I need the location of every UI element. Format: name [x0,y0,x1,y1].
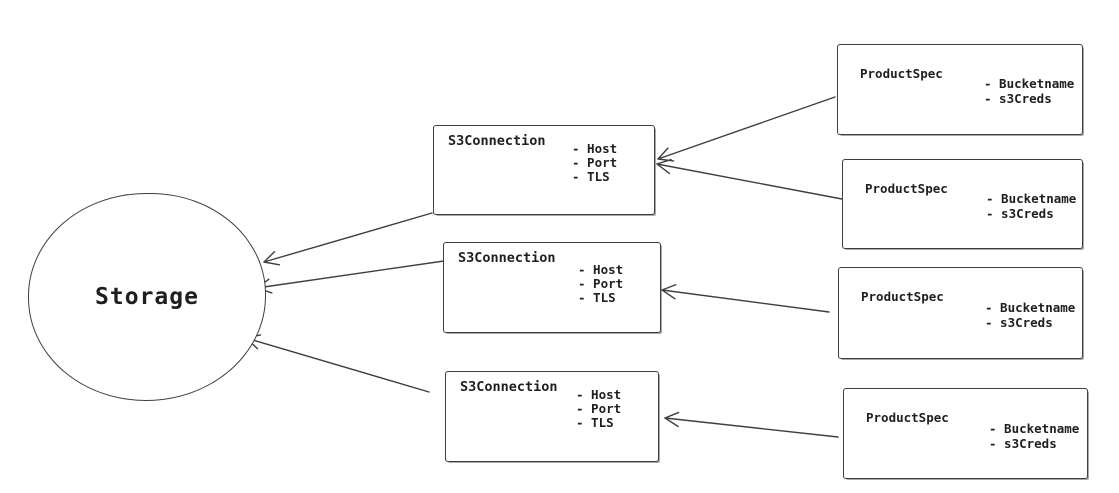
arrow-s3-connection-2-to-storage [256,260,445,294]
storage-node-label: Storage [95,284,199,310]
product-spec-node-4: ProductSpec - Bucketname - s3Creds [843,388,1088,479]
attribute-list: - Bucketname - s3Creds [985,300,1076,330]
arrow-product-spec-1-to-s3-connection-1 [657,96,836,162]
attribute-list: - Host - Port - TLS [578,263,623,305]
arrow-product-spec-3-to-s3-connection-2 [661,284,830,313]
attribute-port: - Port [576,401,622,416]
product-spec-node-1: ProductSpec - Bucketname - s3Creds [837,44,1083,135]
s3-connection-title: S3Connection [460,379,558,395]
product-spec-title: ProductSpec [861,289,944,304]
attribute-list: - Host - Port - TLS [576,388,621,430]
attribute-bucketname: - Bucketname [986,191,1077,206]
attribute-host: - Host [576,387,622,402]
product-spec-title: ProductSpec [866,410,949,425]
s3-connection-node-1: S3Connection - Host - Port - TLS [433,125,655,215]
attribute-s3creds: - s3Creds [989,435,1057,451]
attribute-s3creds: - s3Creds [986,205,1054,221]
attribute-port: - Port [578,276,624,291]
attribute-tls: - TLS [576,415,614,430]
attribute-s3creds: - s3Creds [985,314,1053,330]
attribute-s3creds: - s3Creds [984,90,1052,106]
s3-connection-node-3: S3Connection - Host - Port - TLS [445,371,659,462]
s3-connection-title: S3Connection [448,133,546,149]
attribute-bucketname: - Bucketname [985,300,1076,315]
product-spec-title: ProductSpec [860,66,943,81]
arrow-product-spec-2-to-s3-connection-1 [656,158,843,200]
product-spec-node-3: ProductSpec - Bucketname - s3Creds [838,267,1083,359]
attribute-port: - Port [572,155,618,170]
arrow-s3-connection-1-to-storage [263,212,433,266]
attribute-tls: - TLS [572,169,610,184]
attribute-bucketname: - Bucketname [989,421,1080,436]
attribute-host: - Host [572,141,618,156]
arrow-product-spec-4-to-s3-connection-3 [664,411,839,438]
product-spec-node-2: ProductSpec - Bucketname - s3Creds [842,159,1083,249]
attribute-tls: - TLS [578,290,616,305]
attribute-list: - Bucketname - s3Creds [986,191,1077,221]
s3-connection-title: S3Connection [458,250,556,266]
attribute-list: - Bucketname - s3Creds [989,421,1080,451]
arrow-s3-connection-3-to-storage [245,334,430,393]
s3-connection-node-2: S3Connection - Host - Port - TLS [443,242,661,333]
storage-node: Storage [28,193,266,401]
attribute-host: - Host [578,262,624,277]
attribute-list: - Host - Port - TLS [572,142,617,184]
attribute-list: - Bucketname - s3Creds [984,76,1075,106]
attribute-bucketname: - Bucketname [984,76,1075,91]
product-spec-title: ProductSpec [865,181,948,196]
